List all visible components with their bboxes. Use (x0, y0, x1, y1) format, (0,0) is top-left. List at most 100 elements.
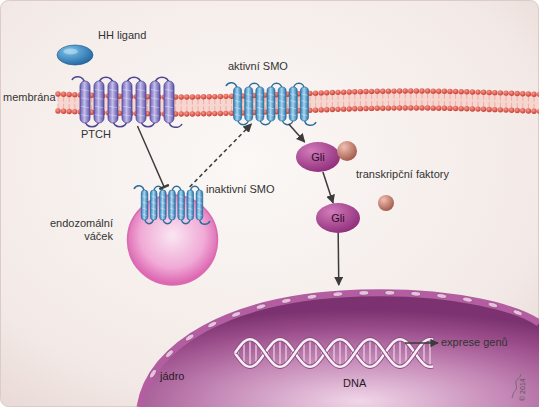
dna-base-pair (279, 339, 280, 367)
lipid-tail (500, 95, 501, 101)
lipid-tail (405, 93, 406, 99)
lipid-head (319, 107, 324, 112)
helix-stripe (197, 214, 202, 216)
lipid-head (503, 107, 508, 112)
lipid-tail (63, 104, 64, 110)
lipid-tail (69, 96, 70, 102)
lipid-head (453, 89, 458, 94)
lipid-tail (186, 99, 187, 105)
lipid-tail (119, 106, 120, 112)
nuclear-pore (148, 368, 157, 379)
lipid-tail (349, 101, 350, 107)
lipid-tail (472, 94, 473, 100)
helix-cylinder (169, 190, 176, 220)
helix-stripe (95, 89, 103, 91)
nuclear-pore (462, 296, 473, 302)
transcription-factor (337, 141, 357, 161)
lipid-head (442, 89, 447, 94)
lipid-tail (209, 106, 210, 112)
helix-stripe (95, 98, 103, 100)
helix-stripe (151, 214, 156, 216)
lipid-tail (494, 102, 495, 108)
helix-stripe (301, 107, 307, 109)
lipid-tail (326, 95, 327, 101)
lipid-tail (326, 102, 327, 108)
helix-stripe (246, 114, 252, 116)
dna-strand-outline (235, 339, 433, 367)
helix-stripe (179, 202, 184, 204)
lipid-tail (388, 101, 389, 107)
lipid-tail (416, 93, 417, 99)
activation-arrow (323, 172, 333, 203)
annotation-label: exprese genů (441, 336, 508, 349)
lipid-tail (220, 106, 221, 112)
lipid-tail (338, 94, 339, 100)
lipid-head (470, 106, 475, 111)
lipid-head (442, 106, 447, 111)
helix-cylinder (136, 81, 146, 123)
lipid-head (330, 107, 335, 112)
lipid-head (319, 90, 324, 95)
helix-stripe (109, 115, 117, 117)
lipid-tail (371, 101, 372, 107)
helix-stripe (301, 114, 307, 116)
helix-cylinder (187, 190, 194, 220)
dna-base-pair (429, 339, 430, 367)
helix-stripe (142, 214, 147, 216)
endosomal-vesicle: endozomální váčekinaktivní SMO (125, 195, 220, 285)
lipid-tail (410, 101, 411, 107)
lipid-head (61, 92, 66, 97)
lipid-head (72, 92, 77, 97)
helix-stripe (268, 94, 274, 96)
lipid-tail (478, 102, 479, 108)
helix-stripe (301, 101, 307, 103)
transcription-factor (378, 195, 394, 211)
dna-helix: DNA (235, 333, 435, 373)
helix-stripe (279, 114, 285, 116)
lipid-head (380, 106, 385, 111)
nuclear-pore (512, 309, 523, 317)
helix-cylinder (108, 81, 118, 123)
lipid-head (414, 88, 419, 93)
lipid-head (464, 89, 469, 94)
lipid-tail (63, 96, 64, 102)
lipid-tail (315, 95, 316, 101)
lipid-head (363, 106, 368, 111)
helix-stripe (268, 107, 274, 109)
helix-cylinder (278, 87, 286, 121)
lipid-head (324, 90, 329, 95)
helix-stripe (170, 214, 175, 216)
helix-stripe (301, 94, 307, 96)
nuclear-pore (487, 302, 498, 309)
node-label: Gli (296, 142, 340, 172)
lipid-tail (455, 101, 456, 107)
dna-base-pair (369, 339, 370, 367)
lipid-head (487, 107, 492, 112)
lipid-head (391, 105, 396, 110)
lipid-tail (522, 103, 523, 109)
lipid-head (341, 106, 346, 111)
lipid-head (55, 108, 60, 113)
lipid-tail (483, 102, 484, 108)
lipid-tail (147, 106, 148, 112)
lipid-tail (332, 95, 333, 101)
dna-strand-outline (235, 339, 433, 367)
lipid-head (459, 89, 464, 94)
lipid-head (425, 88, 430, 93)
lipid-tail (382, 93, 383, 99)
nuclear-pore (307, 294, 317, 300)
lipid-tail (226, 98, 227, 104)
helix-stripe (197, 196, 202, 198)
helix-stripe (290, 101, 296, 103)
lipid-tail (147, 99, 148, 105)
lipid-tail (427, 93, 428, 99)
helix-stripe (123, 89, 131, 91)
lipid-tail (528, 96, 529, 102)
lipid-head (537, 92, 539, 97)
dna-strand (235, 339, 433, 367)
lipid-tail (394, 93, 395, 99)
helix-stripe (257, 94, 263, 96)
helix-stripe (257, 114, 263, 116)
lipid-tail (198, 99, 199, 105)
lipid-tail (242, 98, 243, 104)
